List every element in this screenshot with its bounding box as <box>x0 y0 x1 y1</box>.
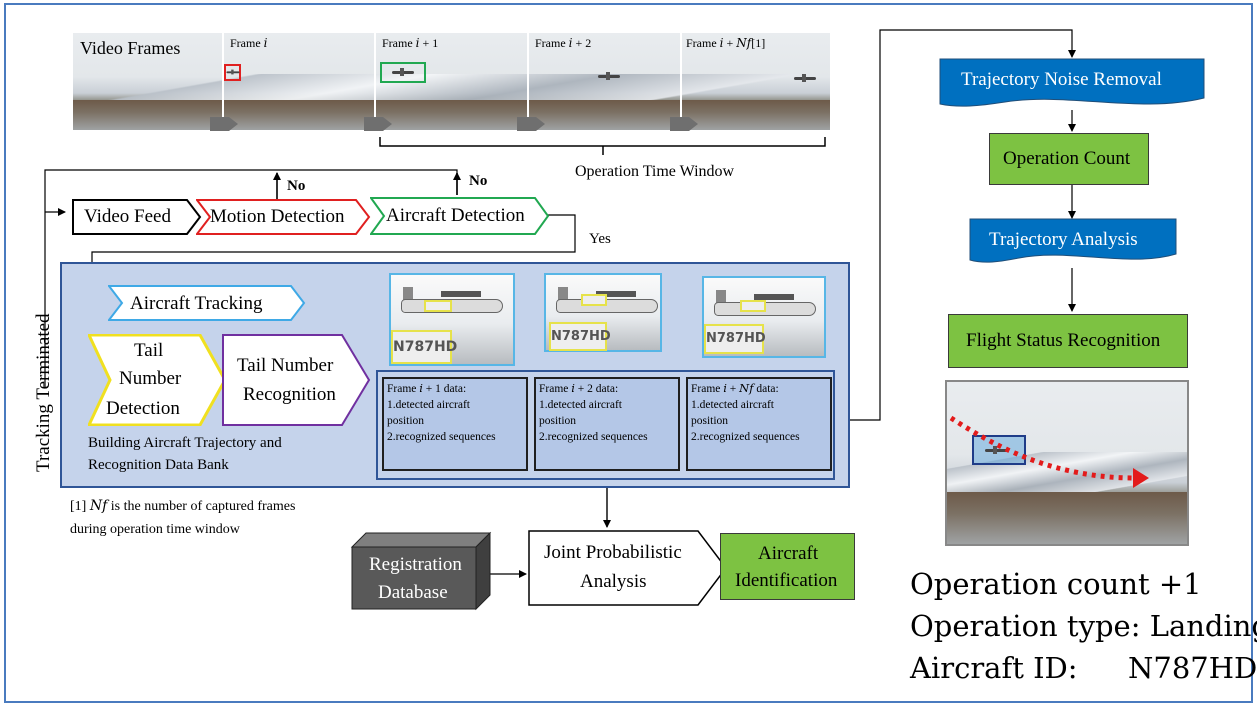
data-box-3-title: Frame 𝑖 + 𝑁𝑓 data: <box>691 383 779 395</box>
data-box-1-title: Frame 𝑖 + 1 data: <box>387 383 467 395</box>
data-box-3-line3: 2.recognized sequences <box>691 431 800 443</box>
joint-analysis-line2: Analysis <box>580 571 647 592</box>
aircraft-detection-node <box>370 197 550 235</box>
data-box-frame-i-plus-nf: Frame 𝑖 + 𝑁𝑓 data: 1.detected aircraft p… <box>686 377 832 471</box>
aircraft-tracking-label: Aircraft Tracking <box>130 293 263 314</box>
motion-detection-label: Motion Detection <box>210 206 345 227</box>
tail-recognition-line1: Tail Number <box>237 355 334 376</box>
trajectory-noise-removal-node <box>939 58 1205 107</box>
no-label-motion: No <box>287 178 306 194</box>
frame-divider-2 <box>374 33 376 130</box>
tracking-terminated-label: Tracking Terminated <box>33 313 54 472</box>
data-bank-line2: Recognition Data Bank <box>88 457 229 473</box>
data-box-3-line2: position <box>691 415 729 427</box>
motion-detection-node <box>196 199 371 235</box>
yes-label: Yes <box>589 231 611 247</box>
data-box-3-line1: 1.detected aircraft <box>691 399 774 411</box>
frame-divider-1 <box>222 33 224 130</box>
flight-status-recognition-node <box>948 314 1188 368</box>
tail-detection-line1: Tail <box>134 340 164 361</box>
video-feed-label: Video Feed <box>84 206 171 227</box>
data-box-1-line1: 1.detected aircraft <box>387 399 470 411</box>
registration-db-line1: Registration <box>369 554 462 575</box>
operation-count-node <box>989 133 1149 185</box>
aircraft-icon-frame1 <box>226 69 240 75</box>
detection-box-red <box>224 64 241 81</box>
trajectory-noise-removal-label: Trajectory Noise Removal <box>961 69 1162 90</box>
data-box-1-line3: 2.recognized sequences <box>387 431 496 443</box>
no-label-aircraft: No <box>469 173 488 189</box>
tail-detection-line2: Number <box>119 368 182 389</box>
data-bank-line1: Building Aircraft Trajectory and <box>88 435 282 451</box>
diagram-frame <box>4 3 1253 703</box>
frame-label-i-plus-nf: Frame 𝑖 + 𝑁𝑓[1] <box>686 36 766 50</box>
tail-plate-1: N787HD <box>391 330 457 364</box>
frame-divider-3 <box>527 33 529 130</box>
aircraft-icon-frame4 <box>794 74 816 82</box>
result-aircraft-id-value: N787HD <box>1128 651 1257 685</box>
aircraft-identification-line1: Aircraft <box>758 543 819 564</box>
data-box-2-line1: 1.detected aircraft <box>539 399 622 411</box>
tail-number-detection-node <box>88 334 227 426</box>
tracked-aircraft-icon <box>985 446 1007 454</box>
data-box-1-line2: position <box>387 415 425 427</box>
data-box-frame-i-plus-2: Frame 𝑖 + 2 data: 1.detected aircraft po… <box>534 377 680 471</box>
footnote-line2: during operation time window <box>70 522 240 537</box>
tail-tag-small-2 <box>581 294 607 306</box>
tail-detection-line3: Detection <box>106 398 180 419</box>
aircraft-icon-frame3 <box>598 72 620 80</box>
result-operation-count: Operation count +1 <box>910 567 1202 601</box>
aircraft-identification-node <box>720 533 855 600</box>
aircraft-identification-line2: Identification <box>735 570 838 591</box>
aircraft-tracking-node <box>108 285 306 321</box>
trajectory-analysis-label: Trajectory Analysis <box>989 229 1138 250</box>
video-feed-node <box>72 199 202 235</box>
tail-plate-3: N787HD <box>704 324 766 354</box>
registration-db-line2: Database <box>378 582 448 603</box>
video-frames-strip <box>73 33 830 130</box>
detection-box-green <box>380 62 426 83</box>
result-operation-type: Operation type: Landing <box>910 609 1257 643</box>
tail-number-recognition-node <box>222 334 371 426</box>
data-box-2-title: Frame 𝑖 + 2 data: <box>539 383 619 395</box>
flight-status-recognition-label: Flight Status Recognition <box>966 330 1161 351</box>
aircraft-icon-frame2 <box>392 68 414 76</box>
trajectory-photo <box>945 380 1189 546</box>
operation-count-label: Operation Count <box>1003 148 1131 169</box>
data-box-frame-i-plus-1: Frame 𝑖 + 1 data: 1.detected aircraft po… <box>382 377 528 471</box>
data-box-2-line2: position <box>539 415 577 427</box>
tail-recognition-line2: Recognition <box>243 384 336 405</box>
trajectory-arrow <box>949 415 1149 488</box>
registration-database-node <box>350 531 492 611</box>
frame-label-i: Frame 𝑖 <box>230 36 268 50</box>
result-aircraft-id-label: Aircraft ID: <box>910 651 1078 685</box>
frame-label-i-plus-2: Frame 𝑖 + 2 <box>535 36 592 50</box>
aircraft-detection-label: Aircraft Detection <box>386 205 525 226</box>
tail-tag-small-3 <box>740 300 766 312</box>
trajectory-analysis-node <box>969 218 1177 263</box>
tail-plate-2: N787HD <box>549 322 611 351</box>
operation-time-window-label: Operation Time Window <box>575 163 735 180</box>
tail-card-3 <box>702 276 826 358</box>
data-box-2-line3: 2.recognized sequences <box>539 431 648 443</box>
frame-divider-4 <box>680 33 682 130</box>
footnote-line1: [1] 𝑁𝑓 is the number of captured frames <box>70 499 296 514</box>
joint-analysis-line1: Joint Probabilistic <box>544 542 682 563</box>
video-frames-label: Video Frames <box>80 38 181 58</box>
joint-analysis-node <box>528 530 727 606</box>
tail-tag-small-1 <box>424 300 452 312</box>
frame-label-i-plus-1: Frame 𝑖 + 1 <box>382 36 439 50</box>
